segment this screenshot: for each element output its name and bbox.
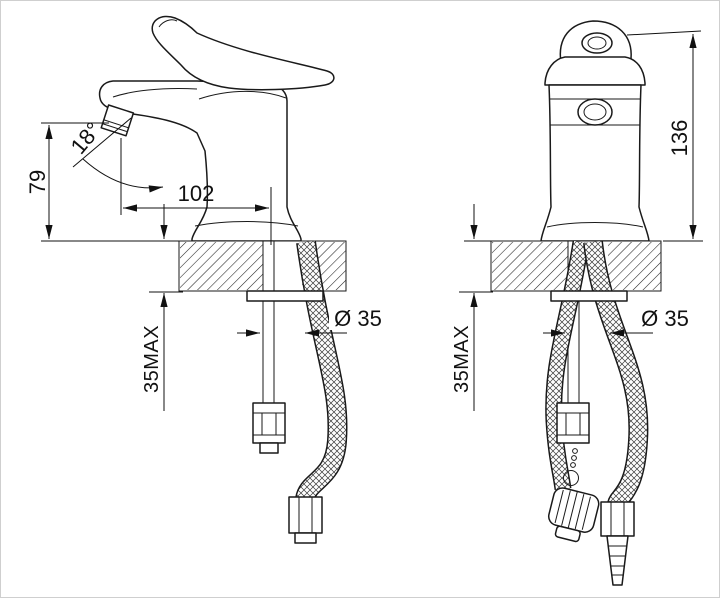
dim-hole-diameter-right: Ø 35 bbox=[543, 306, 695, 337]
hose-nut-right bbox=[600, 501, 635, 586]
handle-knob-line bbox=[158, 19, 178, 28]
mounting-flange-right bbox=[550, 290, 628, 302]
spout-inner-line bbox=[112, 87, 198, 98]
body-dome-line bbox=[198, 90, 287, 100]
supply-hose-left bbox=[295, 240, 348, 502]
compression-fitting-left bbox=[252, 402, 286, 454]
dim-deck-thickness-right-label: 35MAX bbox=[451, 325, 473, 393]
logo-medallion bbox=[577, 98, 613, 126]
lever-handle bbox=[151, 15, 335, 91]
faucet-front-view bbox=[540, 20, 650, 242]
aerator-lines bbox=[102, 119, 129, 132]
dim-hole-diameter-right-label: Ø 35 bbox=[641, 306, 689, 331]
countertop-right bbox=[490, 240, 662, 292]
left-view: 79 18° 102 35MAX Ø 35 bbox=[25, 15, 387, 544]
dim-deck-thickness-right: 35MAX bbox=[451, 204, 493, 411]
faucet-body-spout bbox=[98, 80, 302, 242]
hose-nut-left bbox=[288, 496, 323, 544]
dim-spout-height-label: 79 bbox=[25, 170, 50, 194]
dim-hole-diameter-left-label: Ø 35 bbox=[334, 306, 382, 331]
compression-fitting-right bbox=[556, 402, 590, 444]
lever-button bbox=[581, 32, 613, 54]
dim-total-height-label: 136 bbox=[667, 120, 692, 157]
spout-outlet bbox=[100, 104, 135, 137]
dim-spout-reach-label: 102 bbox=[178, 181, 215, 206]
barbed-adapter bbox=[606, 535, 629, 586]
cartridge-cap bbox=[544, 56, 646, 86]
dim-deck-thickness-left-label: 35MAX bbox=[141, 325, 163, 393]
base-shoulder-line-right bbox=[546, 222, 644, 228]
right-view: 136 35MAX Ø 35 bbox=[451, 20, 703, 586]
chain-and-coupler bbox=[547, 448, 600, 543]
dim-deck-thickness-left: 35MAX bbox=[141, 204, 183, 411]
base-shoulder-line bbox=[194, 221, 299, 227]
dim-hole-diameter-left: Ø 35 bbox=[237, 306, 387, 337]
faucet-side-view bbox=[98, 15, 335, 242]
mounting-flange-left bbox=[246, 290, 324, 302]
dim-total-height: 136 bbox=[626, 30, 703, 242]
dim-spout-reach: 102 bbox=[120, 138, 272, 245]
dim-spout-height: 79 bbox=[25, 122, 179, 242]
